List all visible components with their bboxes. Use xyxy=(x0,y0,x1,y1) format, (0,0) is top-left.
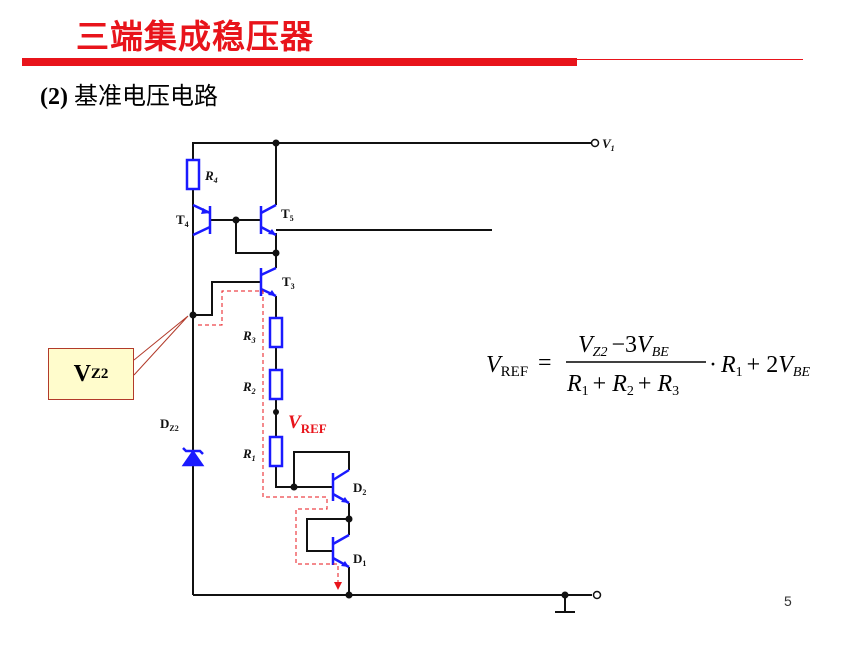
junction-dot xyxy=(345,515,353,523)
junction-dot xyxy=(561,591,569,599)
wire-callout-pointer xyxy=(133,315,189,376)
label-t3: T3 xyxy=(282,274,295,291)
formula-tail: ·R1+ 2VBE xyxy=(709,352,810,380)
formula-numerator: VZ2−3VBE xyxy=(578,332,669,360)
label-d2: D2 xyxy=(353,480,366,497)
vref-formula: VREF = VZ2−3VBE R1+ R2+ R3 ·R1+ 2VBE xyxy=(486,332,810,399)
junction-dot xyxy=(272,249,280,257)
d2-collector-leg xyxy=(332,468,350,482)
resistor-r2 xyxy=(268,368,284,401)
t4-collector-leg xyxy=(192,225,211,237)
slide-title: 三端集成稳压器 xyxy=(76,17,314,56)
resistors xyxy=(185,158,284,468)
label-dz2: DZ2 xyxy=(160,416,179,433)
wire-d2-base-loop xyxy=(293,451,350,487)
label-t4: T4 xyxy=(176,212,189,229)
callout-main: V xyxy=(73,360,91,387)
label-vref: VREF xyxy=(288,412,327,436)
label-d1: D1 xyxy=(353,551,366,568)
resistor-r4 xyxy=(185,158,201,191)
wire-t4-collector-loop xyxy=(235,220,276,254)
circuit-wires xyxy=(133,142,592,613)
resistor-r3 xyxy=(268,316,284,349)
wire-r1-to-d2 xyxy=(275,466,333,488)
label-v1: V1 xyxy=(602,136,615,153)
t5-arrow xyxy=(268,229,276,235)
junction-dot xyxy=(273,409,279,415)
transistor-arrows xyxy=(201,208,349,567)
d2-arrow xyxy=(341,497,349,503)
junction-dot xyxy=(232,216,240,224)
junction-dots xyxy=(189,139,569,599)
zener-diode-dz2 xyxy=(181,447,205,467)
junction-dot xyxy=(189,311,197,319)
section-subtitle: (2) 基准电压电路 xyxy=(40,76,218,111)
label-r2: R2 xyxy=(242,379,256,396)
t5-collector-leg xyxy=(260,203,277,215)
callout-sub: Z2 xyxy=(90,365,109,382)
title-underline-bar xyxy=(22,58,577,66)
t3-collector-leg xyxy=(260,266,277,277)
junction-dot xyxy=(345,591,353,599)
wire-top-rail xyxy=(192,142,592,160)
subtitle-number: (2) xyxy=(40,84,68,110)
page-number: 5 xyxy=(784,593,792,609)
current-path xyxy=(198,290,339,583)
d1-arrow xyxy=(341,561,349,567)
label-r3: R3 xyxy=(242,328,256,345)
junction-dot xyxy=(272,139,280,147)
title-underline-line xyxy=(577,59,803,60)
d1-collector-leg xyxy=(332,533,350,546)
output-terminal xyxy=(592,590,602,600)
label-r4: R4 xyxy=(204,168,218,185)
junction-dot xyxy=(290,483,298,491)
dashed-path xyxy=(198,290,339,583)
formula-equals: = xyxy=(538,350,552,376)
wire-d2-to-d1 xyxy=(306,503,350,552)
label-t5: T5 xyxy=(281,206,294,223)
t3-arrow xyxy=(268,290,276,296)
v1-terminal xyxy=(590,138,600,148)
label-r1: R1 xyxy=(242,446,256,463)
wire-t3-base xyxy=(193,281,261,316)
current-arrow xyxy=(334,582,342,590)
formula-denominator: R1+ R2+ R3 xyxy=(566,371,679,399)
t4-arrow xyxy=(201,208,210,214)
resistor-r1 xyxy=(268,435,284,468)
formula-lhs: VREF xyxy=(486,352,528,380)
subtitle-text: 基准电压电路 xyxy=(73,82,218,110)
